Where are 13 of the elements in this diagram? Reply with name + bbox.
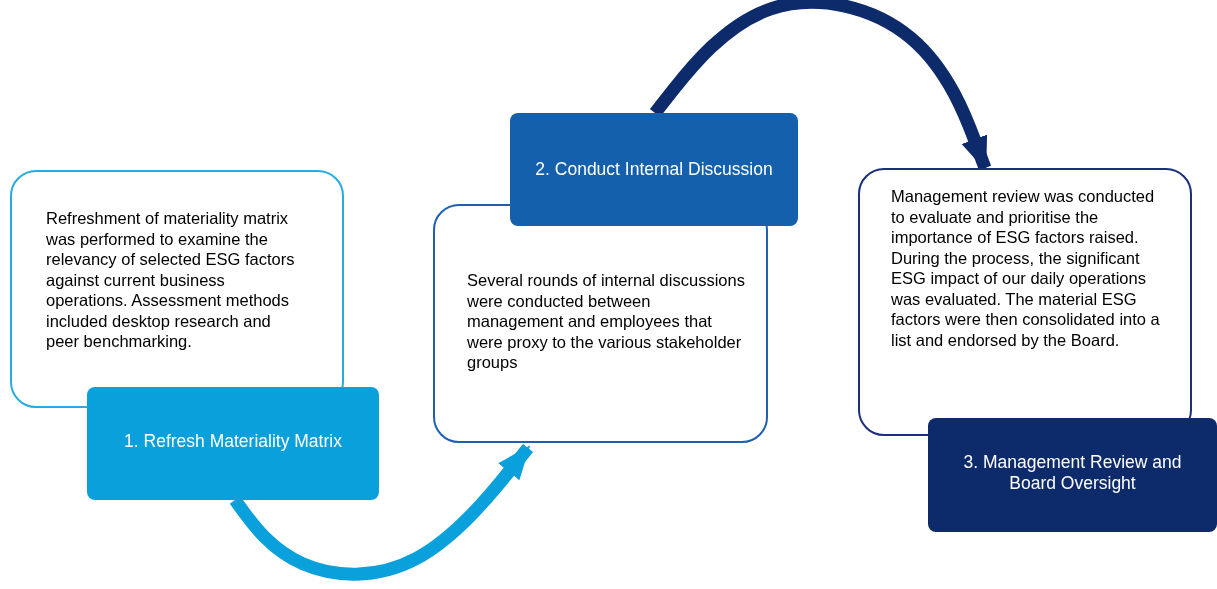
- curved-arrow: [229, 443, 534, 581]
- step-title: 3. Management Review and Board Oversight: [962, 452, 1183, 494]
- step-box: [510, 113, 798, 226]
- step-box: [87, 387, 379, 500]
- step-box: [928, 418, 1217, 532]
- step-title: 1. Refresh Materiality Matrix: [123, 431, 343, 452]
- description-text: Several rounds of internal discussions were conducted between management and employees that were proxy to the various stakeholder groups: [467, 270, 746, 373]
- description-card: [10, 170, 344, 408]
- description-text: Management review was conducted to evaluate and prioritise the importance of ESG factors raised. During the process, the significant ESG impact of our daily operations was evaluated. The material ESG factors were then consolidated into a list and endorsed by the Board.: [891, 186, 1161, 350]
- step-title: 2. Conduct Internal Discussion: [534, 159, 774, 180]
- description-text: Refreshment of materiality matrix was performed to examine the relevancy of selected ESG factors against current business operations. Assessment methods included desktop research and peer benchmarking.: [46, 208, 296, 352]
- description-card: [433, 204, 768, 443]
- description-card: [858, 168, 1192, 436]
